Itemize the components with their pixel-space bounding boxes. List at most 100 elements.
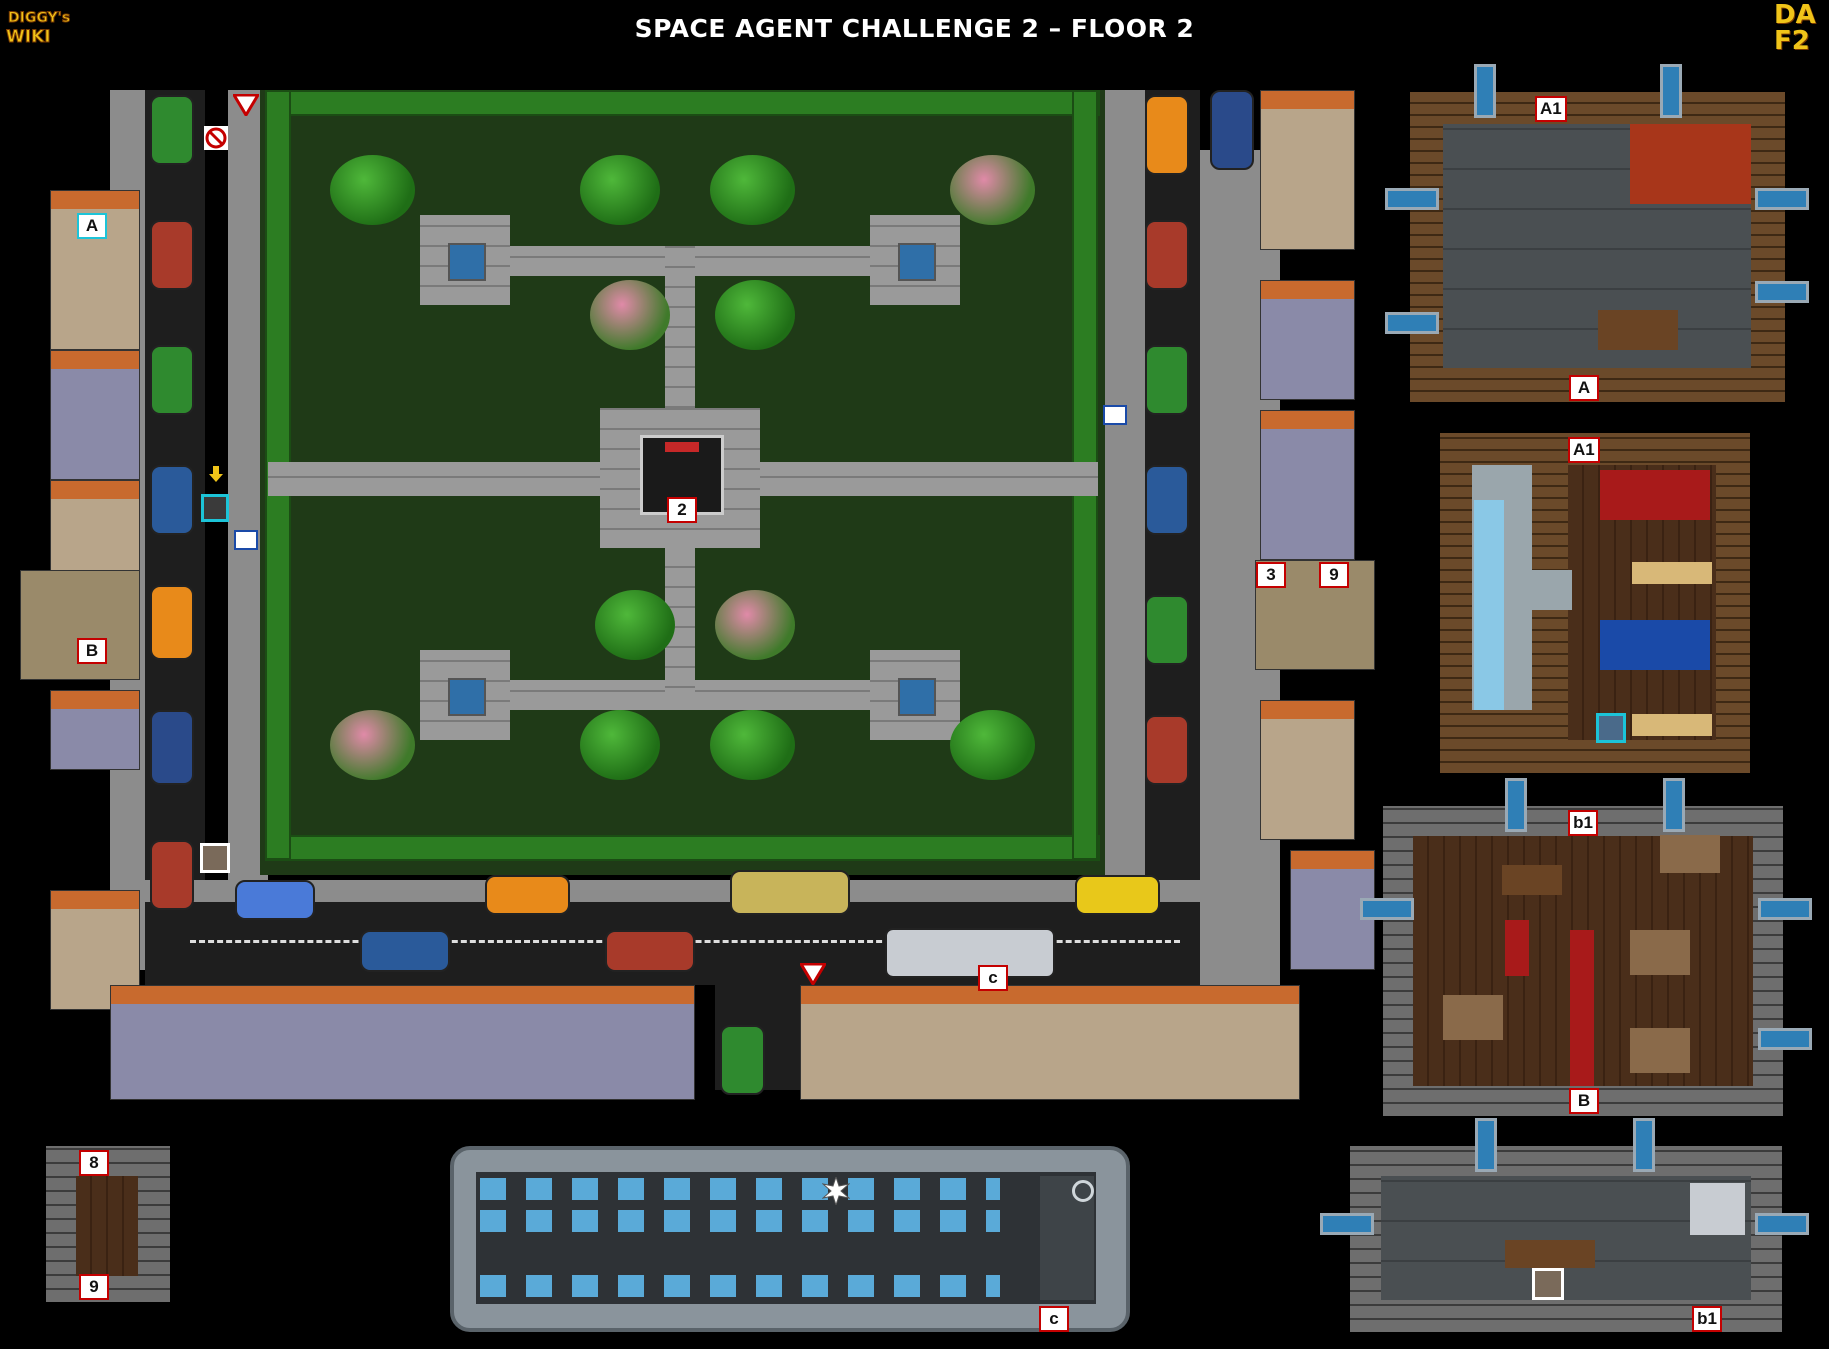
window xyxy=(1360,898,1414,920)
tree xyxy=(710,710,795,780)
car-red xyxy=(1145,220,1189,290)
marker-c-bus[interactable]: c xyxy=(978,965,1008,991)
car-blue-convertible xyxy=(235,880,315,920)
car-orange xyxy=(150,585,194,660)
marker-9-small-room[interactable]: 9 xyxy=(79,1274,109,1300)
daf2-logo: DA F2 xyxy=(1774,2,1826,56)
explosion-icon[interactable] xyxy=(822,1177,850,1205)
house xyxy=(1260,700,1355,840)
car-green xyxy=(150,95,194,165)
tree-blossom xyxy=(715,590,795,660)
marker-9-building[interactable]: 9 xyxy=(1319,562,1349,588)
house xyxy=(50,190,140,350)
marker-b1-room4[interactable]: b1 xyxy=(1692,1306,1722,1332)
marker-2-metro-exit[interactable]: 2 xyxy=(667,497,697,523)
room-a1-lockers-red xyxy=(1600,470,1710,520)
car-red xyxy=(150,220,194,290)
room-a1-lockers-blue xyxy=(1600,620,1710,670)
logo-text-diggys: DIGGY's xyxy=(8,10,70,26)
chef-portrait[interactable] xyxy=(1532,1268,1564,1300)
diggys-wiki-logo: DIGGY's WIKI xyxy=(6,10,71,48)
house xyxy=(1260,410,1355,560)
window xyxy=(1755,1213,1809,1235)
marker-A-room1[interactable]: A xyxy=(1569,375,1599,401)
house xyxy=(50,350,140,480)
room-a1-desk xyxy=(1598,310,1678,350)
room-a1-corridor xyxy=(1532,570,1572,610)
window xyxy=(1758,1028,1812,1050)
bus-articulated xyxy=(885,928,1055,978)
room-a1-bench xyxy=(1632,714,1712,736)
metro-icon xyxy=(665,442,699,452)
bus-steering-wheel-icon[interactable] xyxy=(1072,1180,1094,1202)
bus-vintage xyxy=(730,870,850,915)
fountain-water-sw xyxy=(448,678,486,716)
marker-8-small-room[interactable]: 8 xyxy=(79,1150,109,1176)
window xyxy=(1660,64,1682,118)
window xyxy=(1385,188,1439,210)
car-green xyxy=(1145,345,1189,415)
marker-A1-room1[interactable]: A1 xyxy=(1535,96,1567,122)
car-police xyxy=(150,710,194,785)
marker-A1-room2[interactable]: A1 xyxy=(1568,437,1600,463)
tree xyxy=(580,155,660,225)
sidewalk-bottom xyxy=(110,880,1200,902)
room-a1-water-channel xyxy=(1474,500,1504,710)
window xyxy=(1663,778,1685,832)
yield-sign-icon xyxy=(800,963,826,985)
kitchen-fridge xyxy=(1690,1183,1745,1235)
no-entry-icon xyxy=(204,126,228,150)
restaurant-bar xyxy=(1502,865,1562,895)
yield-sign-icon xyxy=(233,94,259,116)
car-blue xyxy=(150,465,194,535)
room-a1-office-carpet xyxy=(1630,124,1751,204)
marker-B-building-entrance[interactable]: B xyxy=(77,638,107,664)
house-row-bottom-left xyxy=(110,985,695,1100)
restaurant-table xyxy=(1630,930,1690,975)
car-green xyxy=(1145,595,1189,665)
tree xyxy=(330,155,415,225)
tree xyxy=(580,710,660,780)
window xyxy=(1505,778,1527,832)
car-red xyxy=(1145,715,1189,785)
marker-3-building[interactable]: 3 xyxy=(1256,562,1286,588)
sidewalk-park-right xyxy=(1105,90,1145,910)
bus-stop-icon xyxy=(234,530,258,550)
car-green xyxy=(150,345,194,415)
tree xyxy=(595,590,675,660)
restaurant-table xyxy=(1660,835,1720,873)
bus-seats-row-top xyxy=(480,1178,1000,1200)
small-room-floor xyxy=(76,1176,138,1276)
fountain-water-nw xyxy=(448,243,486,281)
car-red xyxy=(605,930,695,972)
window xyxy=(1633,1118,1655,1172)
kitchen-floor xyxy=(1381,1176,1751,1300)
window xyxy=(1320,1213,1374,1235)
window xyxy=(1474,64,1496,118)
car-blue xyxy=(360,930,450,972)
restaurant-table xyxy=(1630,1028,1690,1073)
marker-c-bus-interior[interactable]: c xyxy=(1039,1306,1069,1332)
agent-portrait-highlight[interactable] xyxy=(201,494,229,522)
tree xyxy=(710,155,795,225)
logo-text-f2: F2 xyxy=(1774,26,1810,56)
car-taxi xyxy=(1075,875,1160,915)
house xyxy=(1260,280,1355,400)
marker-A-building-entrance[interactable]: A xyxy=(77,213,107,239)
tree-blossom xyxy=(950,155,1035,225)
house xyxy=(50,690,140,770)
sink-item-highlight[interactable] xyxy=(1596,713,1626,743)
fountain-water-ne xyxy=(898,243,936,281)
restaurant-red-carpet xyxy=(1505,920,1529,976)
window xyxy=(1385,312,1439,334)
tree xyxy=(715,280,795,350)
car-blue xyxy=(1145,465,1189,535)
car-orange xyxy=(485,875,570,915)
hedge-top xyxy=(265,90,1100,116)
page-title: SPACE AGENT CHALLENGE 2 – FLOOR 2 xyxy=(634,14,1195,43)
car-green xyxy=(720,1025,765,1095)
chef-portrait[interactable] xyxy=(200,843,230,873)
bus-seats-row-mid xyxy=(480,1210,1000,1232)
marker-B-room3[interactable]: B xyxy=(1569,1088,1599,1114)
marker-b1-room3[interactable]: b1 xyxy=(1568,810,1598,836)
